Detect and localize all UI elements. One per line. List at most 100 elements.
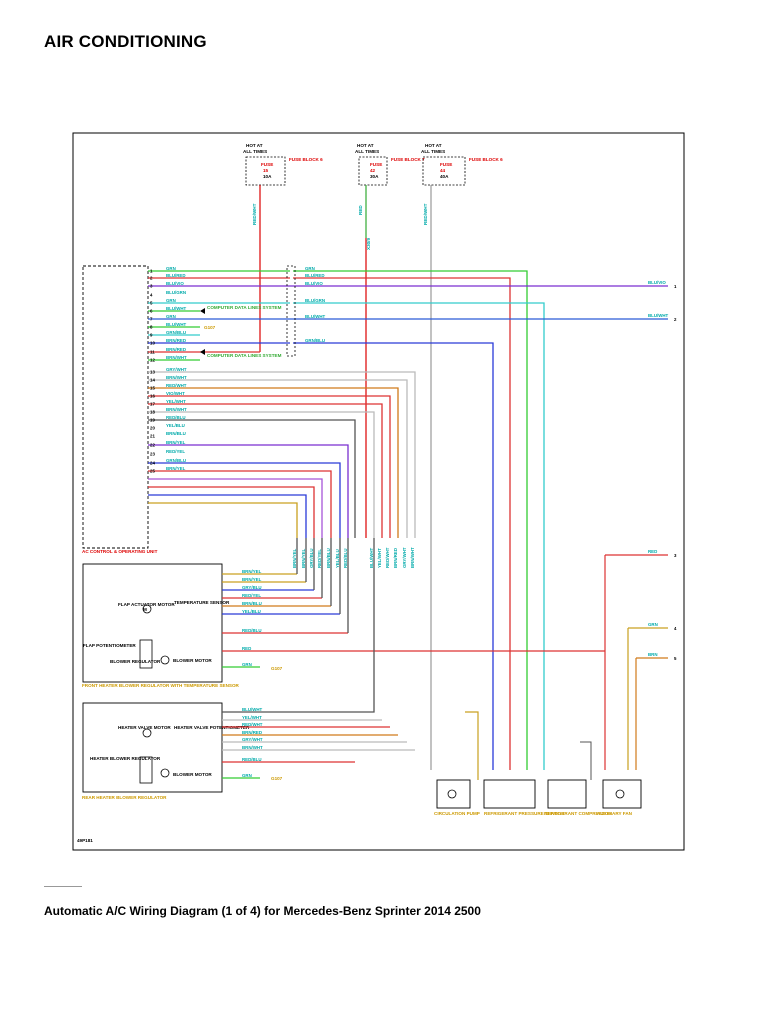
front-pin-labels: BRN/YELBRN/YELGRY/BLURED/YELBRN/BLUYEL/B…: [242, 569, 262, 667]
svg-text:HOT AT: HOT AT: [357, 143, 374, 148]
vertical-wire-label: GRY/BLU: [309, 548, 314, 568]
svg-text:FLAP ACTUATOR MOTOR: FLAP ACTUATOR MOTOR: [118, 602, 175, 607]
svg-text:40A: 40A: [440, 174, 449, 179]
svg-text:FUSE: FUSE: [261, 162, 273, 167]
ac-pin-number: 15: [150, 386, 155, 391]
svg-text:REFRIGERANT COMPRESSOR: REFRIGERANT COMPRESSOR: [544, 811, 612, 816]
ac-pin-number: 18: [150, 410, 155, 415]
svg-text:REFRIGERANT PRESSURE SENSOR: REFRIGERANT PRESSURE SENSOR: [484, 811, 565, 816]
svg-text:FUSE BLOCK 7: FUSE BLOCK 7: [391, 157, 425, 162]
svg-text:10A: 10A: [263, 174, 272, 179]
ac-pin-wire-label: BLU/GRN: [166, 290, 186, 295]
rear-pin-wire-label: BLU/WHT: [242, 707, 263, 712]
fuse-group-3: HOT AT ALL TIMES FUSE 44 40A FUSE BLOCK …: [421, 143, 503, 186]
front-pin-wire-label: RED/BLU: [242, 628, 262, 633]
svg-text:X30/9: X30/9: [366, 238, 371, 250]
front-pin-wire-label: RED/YEL: [242, 593, 261, 598]
svg-text:FUSE BLOCK 6: FUSE BLOCK 6: [469, 157, 503, 162]
svg-text:AUXILIARY FAN: AUXILIARY FAN: [597, 811, 633, 816]
harness-lines: [148, 270, 668, 770]
ac-pin-number: 25: [150, 469, 155, 474]
ac-pin-number: 22: [150, 443, 155, 448]
svg-text:RED: RED: [358, 205, 363, 215]
ac-pin-wire-label: BRN/WHT: [166, 407, 187, 412]
figure-id: 49P181: [77, 838, 93, 843]
ac-pin-wire-label: BRN/WHT: [166, 355, 187, 360]
connector-wire-label: BLU/GRN: [305, 298, 325, 303]
ac-pin-wire-label: BLU/RED: [166, 273, 186, 278]
front-pin-wire-label: BRN/BLU: [242, 601, 262, 606]
ac-control-box: [82, 265, 149, 549]
ac-pin-number: 16: [150, 394, 155, 399]
ac-pin-wire-label: GRY/WHT: [166, 367, 187, 372]
svg-text:G107: G107: [204, 325, 216, 330]
front-pin-wire-label: BRN/YEL: [242, 577, 262, 582]
connector-wire-label: GRN/BLU: [305, 338, 325, 343]
connector-wire-label: BLU/VIO: [305, 281, 323, 286]
ac-pin-number: 2: [150, 276, 153, 281]
ac-pin-wire-label: VIO/WHT: [166, 391, 185, 396]
svg-text:FLAP POTENTIOMETER: FLAP POTENTIOMETER: [83, 643, 136, 648]
vertical-wire-label: YEL/BLU: [335, 549, 340, 568]
refrigerant-sensor: REFRIGERANT PRESSURE SENSOR: [483, 779, 565, 816]
ac-pin-wire-label: BLU/WHT: [166, 322, 187, 327]
ac-pin-number: 9: [150, 333, 153, 338]
ac-pin-wire-label: GRN: [166, 298, 176, 303]
ac-pin-number: 10: [150, 341, 155, 346]
diagram-frame: [72, 132, 685, 851]
rear-pin-wire-label: RED/WHT: [242, 722, 263, 727]
connector-wire-label: BLU/RED: [305, 273, 325, 278]
ac-pin-wire-label: BRN/RED: [166, 347, 186, 352]
ac-pin-wire-label: RED/WHT: [166, 383, 187, 388]
ac-pin-number: 19: [150, 418, 155, 423]
ac-pin-wire-label: YEL/WHT: [166, 399, 186, 404]
ac-pin-number: 24: [150, 461, 155, 466]
right-terminal-wire: BLU/WHT: [648, 313, 669, 318]
right-terminal-wire: GRN: [648, 622, 658, 627]
svg-text:REAR HEATER BLOWER REGULATOR: REAR HEATER BLOWER REGULATOR: [82, 795, 167, 800]
front-module-box: [82, 563, 223, 683]
right-terminal-number: 3: [674, 553, 677, 558]
svg-text:RED/WHT: RED/WHT: [252, 203, 257, 225]
diagram-caption: Automatic A/C Wiring Diagram (1 of 4) fo…: [44, 904, 481, 918]
page-title: AIR CONDITIONING: [44, 32, 207, 51]
front-pin-wire-label: RED: [242, 646, 251, 651]
svg-text:ALL TIMES: ALL TIMES: [421, 149, 445, 154]
svg-text:RED/WHT: RED/WHT: [423, 203, 428, 225]
circulation-pump: CIRCULATION PUMP: [434, 779, 480, 816]
svg-text:BLOWER MOTOR: BLOWER MOTOR: [173, 772, 212, 777]
svg-text:HEATER VALVE MOTOR: HEATER VALVE MOTOR: [118, 725, 171, 730]
ac-pin-number: 7: [150, 317, 153, 322]
ac-pin-number: 14: [150, 378, 155, 383]
ac-pin-number: 4: [150, 293, 153, 298]
svg-text:FUSE: FUSE: [440, 162, 452, 167]
svg-text:30A: 30A: [370, 174, 379, 179]
front-pin-wire-label: GRY/BLU: [242, 585, 262, 590]
right-terminal-number: 1: [674, 284, 677, 289]
ac-pin-wire-label: BRN/RED: [166, 338, 186, 343]
fuse-group-2: HOT AT ALL TIMES FUSE 42 30A FUSE BLOCK …: [355, 143, 425, 186]
ac-pin-number: 17: [150, 402, 155, 407]
vertical-wire-label: BLU/WHT: [369, 547, 374, 568]
ac-pin-number: 6: [150, 309, 153, 314]
rear-pin-wire-label: RED/BLU: [242, 757, 262, 762]
svg-text:HOT AT: HOT AT: [425, 143, 442, 148]
front-pin-wire-label: GRN: [242, 662, 252, 667]
ac-pin-wire-label: BRN/WHT: [166, 375, 187, 380]
svg-text:15: 15: [263, 168, 269, 173]
separator-line: [44, 886, 82, 887]
rear-pin-wire-label: BRN/RED: [242, 730, 262, 735]
data-link-label-2: COMPUTER DATA LINES SYSTEM: [207, 353, 282, 358]
right-terminal-number: 2: [674, 317, 677, 322]
ac-pin-number: 8: [150, 325, 153, 330]
ac-pin-number: 13: [150, 370, 155, 375]
svg-text:HEATER BLOWER REGULATOR: HEATER BLOWER REGULATOR: [90, 756, 161, 761]
front-pin-wire-label: BRN/YEL: [242, 569, 262, 574]
svg-text:G107: G107: [271, 776, 283, 781]
fuse-group-1: HOT AT ALL TIMES FUSE 15 10A FUSE BLOCK …: [243, 143, 323, 186]
ac-pin-number: 20: [150, 426, 155, 431]
